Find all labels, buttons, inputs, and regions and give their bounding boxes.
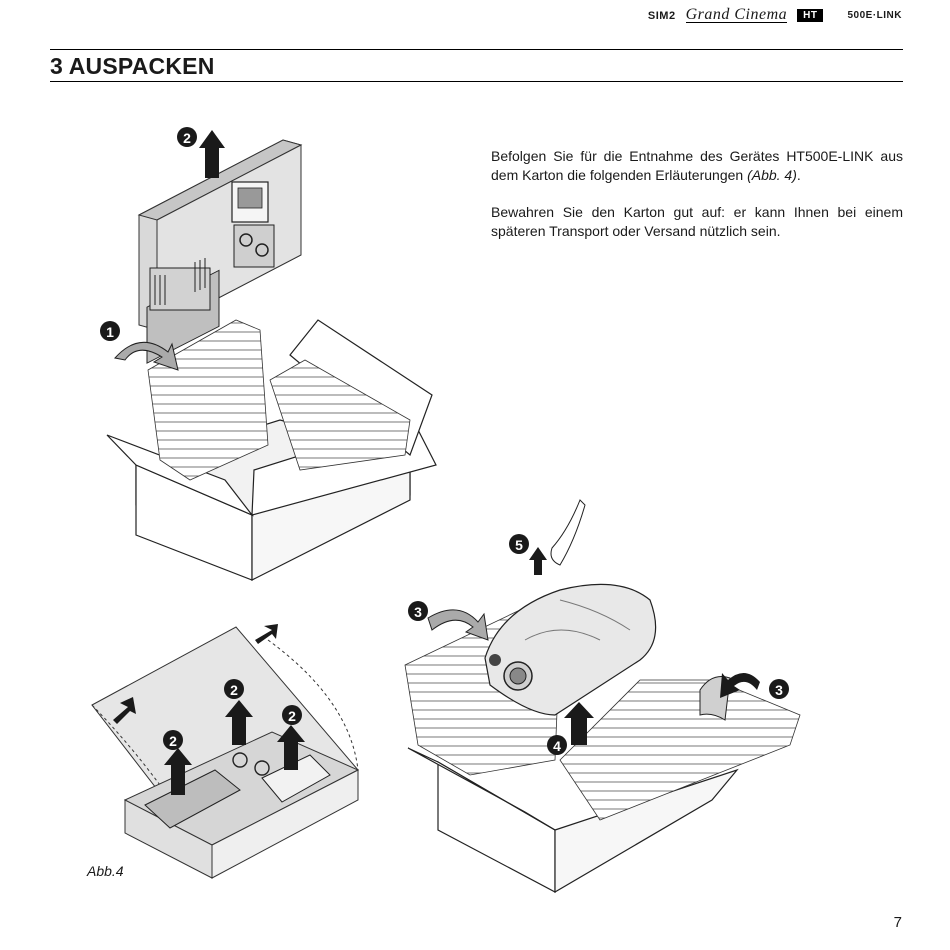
up-arrow-icon [164, 748, 192, 795]
open-box-top [106, 319, 437, 581]
step-badge-3: 3 [769, 679, 789, 699]
step-badge-2: 2 [163, 730, 183, 750]
section-title: 3 AUSPACKEN [50, 53, 215, 79]
accessory-tray-top [137, 139, 303, 364]
title-rule-top [50, 49, 903, 50]
body-text: Befolgen Sie für die Entnahme des Geräte… [491, 147, 903, 259]
step-badge-2: 2 [177, 127, 197, 147]
svg-text:2: 2 [183, 130, 191, 146]
paragraph-instructions: Befolgen Sie für die Entnahme des Geräte… [491, 147, 903, 185]
step-badge-2: 2 [282, 705, 302, 725]
step-badge-2: 2 [224, 679, 244, 699]
svg-text:3: 3 [414, 604, 422, 620]
svg-text:4: 4 [553, 738, 561, 754]
svg-text:2: 2 [169, 733, 177, 749]
page-number: 7 [893, 914, 902, 931]
open-box-projector [404, 499, 801, 894]
brand-badge: HT [797, 9, 824, 22]
paragraph-instructions-text: Befolgen Sie für die Entnahme des Geräte… [491, 148, 903, 183]
svg-text:3: 3 [775, 682, 783, 698]
up-arrow-icon [113, 697, 136, 724]
curved-arrow-icon [427, 609, 489, 641]
up-arrow-icon [564, 702, 594, 745]
step-badge-3: 3 [408, 601, 428, 621]
up-arrow-icon [255, 624, 278, 644]
brand-prefix: SIM2 [647, 9, 676, 22]
accessory-tray-bottom [91, 626, 360, 879]
svg-text:2: 2 [288, 708, 296, 724]
paragraph-keep-box: Bewahren Sie den Karton gut auf: er kann… [491, 204, 903, 239]
svg-text:1: 1 [106, 324, 114, 340]
step-badge-1: 1 [100, 321, 120, 341]
figure-label: Abb.4 [87, 863, 124, 879]
up-arrow-icon [199, 130, 225, 178]
curved-arrow-icon [720, 672, 760, 698]
title-rule-bottom [50, 81, 903, 82]
curved-arrow-icon [114, 341, 179, 371]
model-name: 500E·LINK [847, 10, 902, 21]
step-badge-5: 5 [509, 534, 529, 554]
svg-text:5: 5 [515, 537, 523, 553]
up-arrow-icon [529, 547, 547, 575]
step-badge-4: 4 [547, 735, 567, 755]
svg-text:2: 2 [230, 682, 238, 698]
paragraph-instructions-end: . [796, 167, 801, 183]
up-arrow-icon [225, 700, 253, 745]
up-arrow-icon [277, 725, 305, 770]
figure-reference: (Abb. 4) [747, 167, 797, 183]
brand-script: Grand Cinema [685, 6, 788, 23]
brand-header: SIM2 Grand Cinema HT 500E·LINK [647, 6, 902, 23]
